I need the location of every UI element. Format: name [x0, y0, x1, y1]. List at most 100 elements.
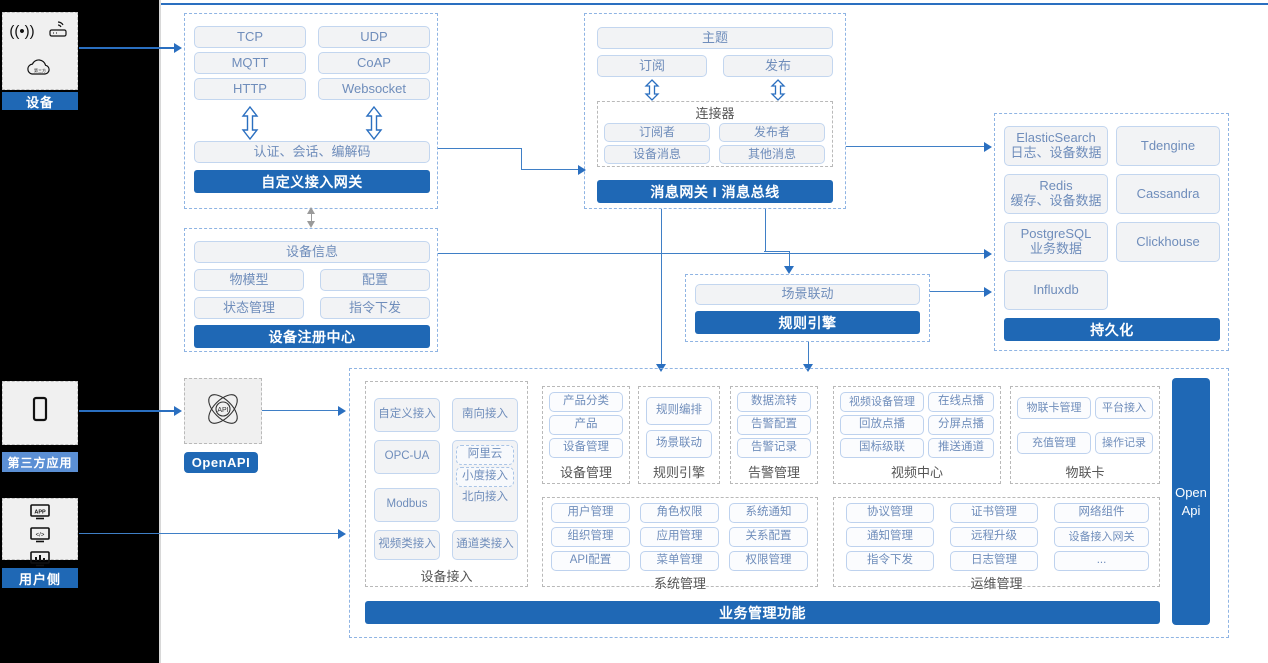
updown-arrow-publish	[770, 79, 786, 101]
mobile-phone-icon	[29, 395, 51, 432]
om-protocol-management[interactable]: 协议管理	[846, 503, 934, 523]
device-to-gateway-line	[79, 47, 174, 49]
subscribe-chip[interactable]: 订阅	[597, 55, 707, 77]
business-layer-container	[349, 368, 1229, 638]
group-rule-engine	[638, 386, 720, 484]
sm-permission-management[interactable]: 权限管理	[729, 551, 808, 571]
custom-access-gateway-banner[interactable]: 自定义接入网关	[194, 170, 430, 193]
access-modbus[interactable]: Modbus	[374, 488, 440, 522]
registry-to-persistence-arrow	[984, 249, 992, 259]
om-remote-upgrade[interactable]: 远程升级	[950, 527, 1038, 547]
om-log-management[interactable]: 日志管理	[950, 551, 1038, 571]
device-registry-banner[interactable]: 设备注册中心	[194, 325, 430, 348]
ic-operation-record[interactable]: 操作记录	[1095, 432, 1153, 454]
ic-platform-access[interactable]: 平台接入	[1095, 397, 1153, 419]
access-southbound[interactable]: 南向接入	[452, 398, 518, 432]
ic-recharge-management[interactable]: 充值管理	[1017, 432, 1091, 454]
svg-text:API: API	[217, 407, 228, 414]
om-certificate-management[interactable]: 证书管理	[950, 503, 1038, 523]
protocol-coap[interactable]: CoAP	[318, 52, 430, 74]
svg-text:</>: </>	[36, 533, 45, 539]
rule-engine-banner[interactable]: 规则引擎	[695, 311, 920, 334]
sm-role-permission[interactable]: 角色权限	[640, 503, 719, 523]
sm-user-management[interactable]: 用户管理	[551, 503, 630, 523]
device-info-chip[interactable]: 设备信息	[194, 241, 430, 263]
wifi-signal-icon: ((•))	[9, 22, 35, 40]
ic-card-management[interactable]: 物联卡管理	[1017, 397, 1091, 419]
vc-gb-cascade[interactable]: 国标级联	[840, 438, 924, 458]
vc-online-play[interactable]: 在线点播	[928, 392, 994, 412]
store-elasticsearch[interactable]: ElasticSearch 日志、设备数据	[1004, 126, 1108, 166]
vc-push-channel[interactable]: 推送通道	[928, 438, 994, 458]
am-data-flow[interactable]: 数据流转	[737, 392, 811, 412]
group-device-access-caption: 设备接入	[420, 568, 473, 584]
router-icon	[40, 19, 76, 44]
user-to-business-line	[79, 533, 340, 534]
sm-org-management[interactable]: 组织管理	[551, 527, 630, 547]
sm-system-notice[interactable]: 系统通知	[729, 503, 808, 523]
command-dispatch-chip[interactable]: 指令下发	[320, 297, 430, 319]
sm-app-management[interactable]: 应用管理	[640, 527, 719, 547]
om-command-dispatch[interactable]: 指令下发	[846, 551, 934, 571]
protocol-udp[interactable]: UDP	[318, 26, 430, 48]
store-postgresql[interactable]: PostgreSQL 业务数据	[1004, 222, 1108, 262]
om-more[interactable]: ...	[1054, 551, 1149, 571]
access-northbound[interactable]: 阿里云 小度接入 北向接入	[452, 440, 518, 522]
openapi-label-banner[interactable]: OpenAPI	[184, 452, 258, 473]
om-device-access-gateway[interactable]: 设备接入网关	[1054, 527, 1149, 547]
sm-api-config[interactable]: API配置	[551, 551, 630, 571]
dm-product-category[interactable]: 产品分类	[549, 392, 623, 412]
connector-publisher[interactable]: 发布者	[719, 123, 825, 142]
store-tdengine[interactable]: Tdengine	[1116, 126, 1220, 166]
vc-split-screen-play[interactable]: 分屏点播	[928, 415, 994, 435]
sm-relation-config[interactable]: 关系配置	[729, 527, 808, 547]
group-system-management-caption: 系统管理	[653, 575, 706, 591]
access-opc-ua[interactable]: OPC-UA	[374, 440, 440, 474]
scene-linkage-chip[interactable]: 场景联动	[695, 284, 920, 305]
openapi-vbar-line1: Open	[1175, 484, 1207, 500]
thirdparty-to-openapi-line	[79, 410, 174, 412]
am-alarm-record[interactable]: 告警记录	[737, 438, 811, 458]
protocol-http[interactable]: HTTP	[194, 78, 306, 100]
connector-subscriber[interactable]: 订阅者	[604, 123, 710, 142]
gateway-auth-session-codec[interactable]: 认证、会话、编解码	[194, 141, 430, 163]
persistence-banner[interactable]: 持久化	[1004, 318, 1220, 341]
group-alarm-management	[730, 386, 818, 484]
protocol-tcp[interactable]: TCP	[194, 26, 306, 48]
connector-device-message[interactable]: 设备消息	[604, 145, 710, 164]
dm-product[interactable]: 产品	[549, 415, 623, 435]
access-custom[interactable]: 自定义接入	[374, 398, 440, 432]
dm-device-management[interactable]: 设备管理	[549, 438, 623, 458]
access-channel[interactable]: 通道类接入	[452, 530, 518, 560]
re-rule-orchestration[interactable]: 规则编排	[646, 397, 712, 425]
business-management-banner[interactable]: 业务管理功能	[365, 601, 1160, 624]
protocol-mqtt[interactable]: MQTT	[194, 52, 306, 74]
actor-third-party-label-text: 第三方应用	[7, 455, 73, 470]
actor-device-label: 设备	[2, 92, 78, 110]
connector-other-message[interactable]: 其他消息	[719, 145, 825, 164]
sm-menu-management[interactable]: 菜单管理	[640, 551, 719, 571]
device-to-gateway-arrow	[174, 43, 182, 53]
om-network-component[interactable]: 网络组件	[1054, 503, 1149, 523]
config-chip[interactable]: 配置	[320, 269, 430, 291]
access-xiaodu[interactable]: 小度接入	[456, 467, 514, 487]
access-video[interactable]: 视频类接入	[374, 530, 440, 560]
access-aliyun[interactable]: 阿里云	[456, 445, 514, 465]
publish-chip[interactable]: 发布	[723, 55, 833, 77]
store-cassandra[interactable]: Cassandra	[1116, 174, 1220, 214]
re-scene-linkage[interactable]: 场景联动	[646, 430, 712, 458]
vc-playback[interactable]: 回放点播	[840, 415, 924, 435]
topic-chip[interactable]: 主题	[597, 27, 833, 49]
store-influxdb[interactable]: Influxdb	[1004, 270, 1108, 310]
store-redis[interactable]: Redis 缓存、设备数据	[1004, 174, 1108, 214]
openapi-vertical-bar[interactable]: Open Api	[1172, 378, 1210, 625]
chart-monitor-icon	[3, 550, 77, 573]
state-management-chip[interactable]: 状态管理	[194, 297, 304, 319]
am-alarm-config[interactable]: 告警配置	[737, 415, 811, 435]
protocol-websocket[interactable]: Websocket	[318, 78, 430, 100]
vc-video-device-management[interactable]: 视频设备管理	[840, 392, 924, 412]
message-gateway-banner[interactable]: 消息网关 I 消息总线	[597, 180, 833, 203]
om-notice-management[interactable]: 通知管理	[846, 527, 934, 547]
thing-model-chip[interactable]: 物模型	[194, 269, 304, 291]
store-clickhouse[interactable]: Clickhouse	[1116, 222, 1220, 262]
